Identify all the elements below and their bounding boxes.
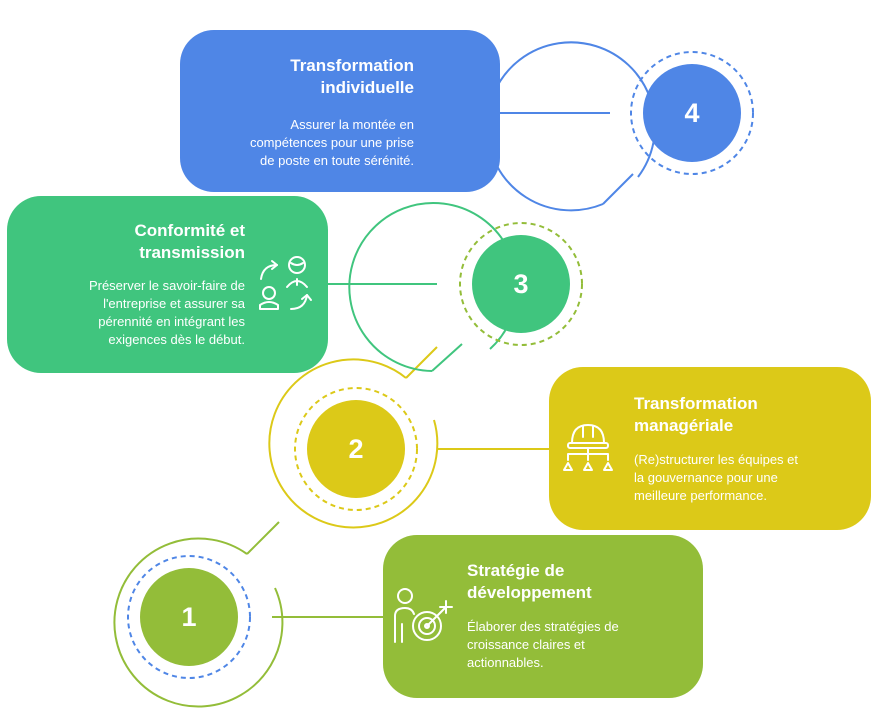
step-2-title: Transformation managériale — [634, 394, 758, 435]
step-3-number: 3 — [513, 269, 529, 299]
step-1-description: Élaborer des stratégies de croissance cl… — [467, 619, 619, 670]
ring-4-dashed — [630, 51, 754, 175]
ring-3-tail — [431, 343, 463, 372]
ring-2-tail — [405, 346, 438, 379]
ring-2-dashed — [294, 387, 418, 511]
step-1-title: Stratégie de développement — [467, 561, 592, 602]
step-3-description: Préserver le savoir-faire de l'entrepris… — [88, 278, 245, 347]
step-2-number: 2 — [348, 434, 364, 464]
ring-3-dashed — [459, 222, 583, 346]
ring-1 — [113, 537, 284, 708]
step-4-number: 4 — [684, 98, 700, 128]
step-1-circle — [140, 568, 238, 666]
ring-4 — [486, 41, 656, 212]
step-3-card: Conformité et transmission Préserver le … — [7, 196, 328, 373]
step-2-description: (Re)structurer les équipes et la gouvern… — [634, 452, 799, 503]
step-4-circle — [643, 64, 741, 162]
hardhat-hierarchy-icon — [563, 424, 613, 471]
people-exchange-icon — [259, 256, 312, 310]
step-4-description: Assurer la montée en compétences pour un… — [249, 117, 414, 168]
ring-1-tail — [246, 521, 280, 555]
step-2-circle — [307, 400, 405, 498]
ring-2 — [268, 358, 439, 529]
step-1-number: 1 — [181, 602, 197, 632]
ring-1-dashed — [127, 555, 251, 679]
step-4-card: Transformation individuelle Assurer la m… — [180, 30, 500, 192]
ring-4-tail — [602, 173, 634, 205]
step-4-title: Transformation individuelle — [290, 56, 414, 97]
person-target-icon — [394, 588, 453, 643]
step-3-title: Conformité et transmission — [134, 221, 246, 262]
step-3-circle — [472, 235, 570, 333]
